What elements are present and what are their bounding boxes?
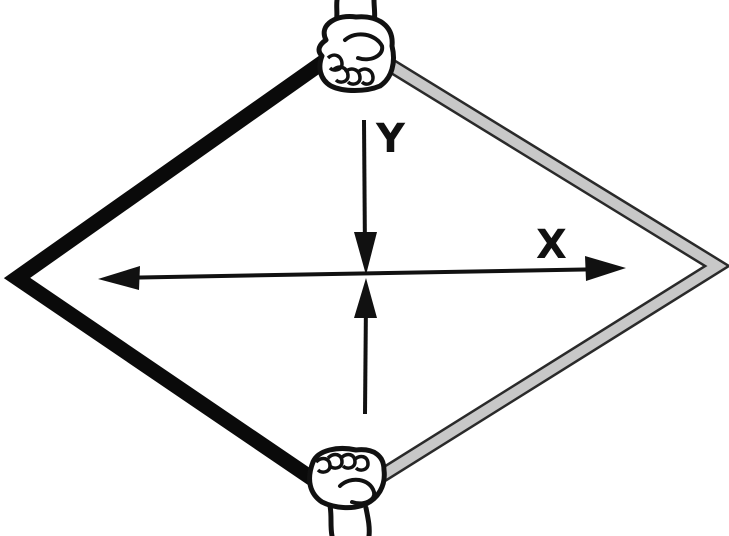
hand-fist-icon	[310, 449, 385, 536]
y-arrowhead-up	[354, 278, 377, 318]
x-arrowhead-right	[585, 256, 626, 281]
x-axis-label: X	[536, 222, 567, 268]
y-axis-label: Y	[375, 116, 406, 162]
y-axis-arrows	[354, 120, 377, 414]
x-arrowhead-left	[98, 266, 140, 290]
x-axis-line	[110, 269, 612, 278]
y-arrowhead-down	[354, 232, 377, 275]
left-frame-edges	[17, 60, 326, 484]
hand-fist-icon	[319, 0, 393, 91]
